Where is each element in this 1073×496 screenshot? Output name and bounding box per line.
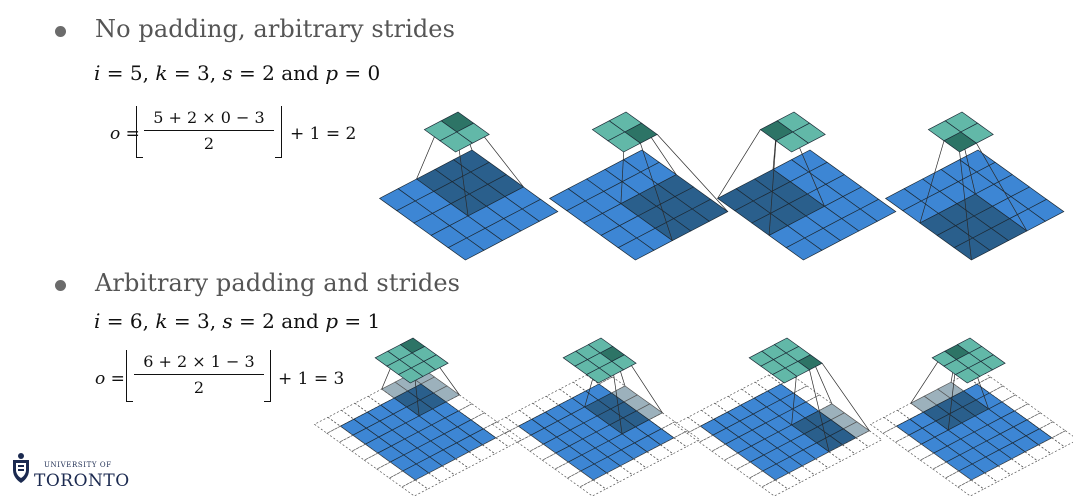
padding-cell [579, 479, 607, 496]
projection-line [821, 362, 870, 431]
section2-frame-3 [673, 337, 883, 496]
padding-cell [869, 416, 898, 434]
projection-line [640, 143, 673, 241]
section2-input-grid [869, 367, 1073, 496]
output-cell [397, 367, 424, 384]
padding-cell [313, 416, 342, 434]
section1-params: i = 5, k = 3, s = 2 and p = 0 [94, 61, 381, 85]
input-cell [447, 237, 485, 261]
input-cell [785, 237, 823, 261]
university-logo: UNIVERSITY OF TORONTO [10, 452, 129, 491]
section1-frame-1 [378, 111, 559, 261]
section2-output-grid [562, 337, 637, 384]
section1-frame-2 [548, 111, 729, 261]
section1-output-grid [927, 111, 994, 153]
section1-input-grid [548, 149, 729, 261]
output-cell [771, 367, 798, 384]
section2-input-grid [491, 367, 701, 496]
output-cell [439, 131, 474, 153]
section2-input-grid [313, 367, 523, 496]
section1-input-grid [716, 149, 897, 261]
padding-cell [1051, 430, 1073, 448]
padding-cell [401, 479, 429, 496]
output-cell [775, 131, 810, 153]
section2-params: i = 6, k = 3, s = 2 and p = 1 [94, 309, 381, 333]
section2-heading: Arbitrary padding and strides [95, 269, 461, 297]
padding-cell [491, 416, 520, 434]
output-cell [585, 367, 612, 384]
output-cell-active [943, 131, 978, 153]
section1-input-grid [884, 149, 1065, 261]
section1-output-grid [759, 111, 826, 153]
output-cell [954, 367, 981, 384]
projection-line [717, 129, 761, 199]
projection-line [656, 134, 729, 212]
projection-line [976, 143, 1028, 232]
projection-line [768, 140, 777, 236]
section2-input-grid [673, 367, 883, 496]
padding-cell [761, 479, 789, 496]
section2-output-grid [931, 337, 1006, 384]
bullet-1 [55, 26, 66, 37]
padding-cell [495, 430, 523, 448]
projection-line [809, 369, 830, 452]
section2-frame-4 [869, 337, 1073, 496]
section1-heading: No padding, arbitrary strides [95, 15, 456, 43]
projection-line [959, 151, 972, 261]
logo-university-of: UNIVERSITY OF [44, 461, 112, 469]
section2-output-grid [374, 337, 449, 384]
section2-fraction: 6 + 2 × 1 − 3 2 [134, 352, 264, 397]
output-cell [607, 131, 642, 153]
section1-frame-4 [884, 111, 1065, 261]
section2-frame-1 [313, 337, 523, 496]
input-cell [617, 237, 655, 261]
padding-cell [957, 479, 985, 496]
section1-output-grid [423, 111, 490, 153]
section1-fraction: 5 + 2 × 0 − 3 2 [144, 108, 274, 153]
section2-output-grid [748, 337, 823, 384]
section1-output-grid [591, 111, 658, 153]
crest-icon [13, 453, 29, 483]
bullet-2 [55, 280, 66, 291]
section2-frame-2 [491, 337, 701, 496]
section1-frame-3 [716, 111, 897, 261]
projection-line [919, 140, 945, 224]
logo-toronto: TORONTO [34, 471, 130, 491]
section1-input-grid [378, 149, 559, 261]
